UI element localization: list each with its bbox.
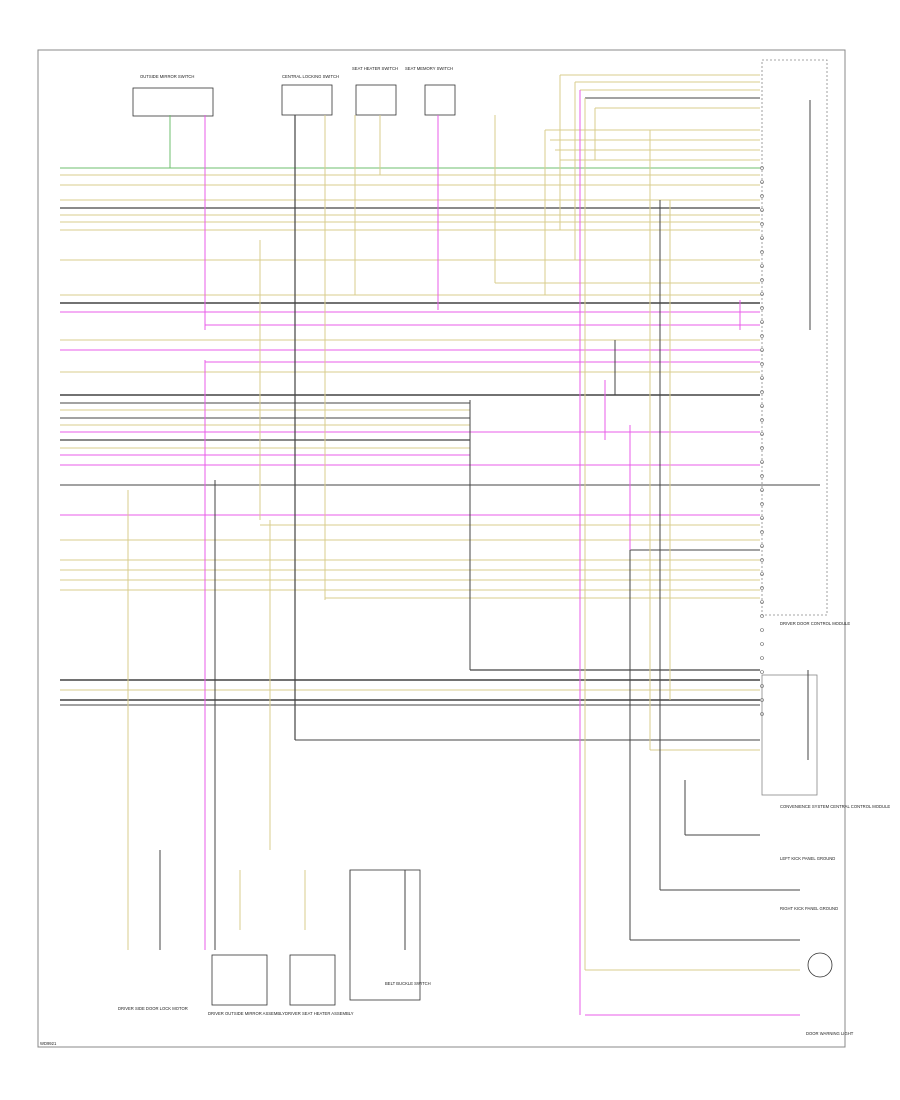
connector-pin: [760, 334, 764, 338]
connector-pin: [760, 614, 764, 618]
connector-pins: [760, 166, 764, 716]
bottom-1-label: DRIVER SIDE DOOR LOCK MOTOR: [118, 1006, 188, 1011]
bottom-2-label: DRIVER OUTSIDE MIRROR ASSEMBLY: [208, 1011, 285, 1016]
connector-pin: [760, 404, 764, 408]
connector-pin: [760, 712, 764, 716]
connector-pin: [760, 446, 764, 450]
right-bottom-label: DOOR WARNING LIGHT: [806, 1031, 854, 1036]
module-1-label: DRIVER DOOR CONTROL MODULE: [780, 621, 850, 626]
connector-pin: [760, 348, 764, 352]
footer-code: WD9921: [40, 1041, 57, 1046]
connector-pin: [760, 390, 764, 394]
horizontal-wires: [60, 74, 820, 1016]
module-2-label: CONVENIENCE SYSTEM CENTRAL CONTROL MODUL…: [780, 804, 890, 809]
bottom-3-label: DRIVER SEAT HEATER ASSEMBLY: [285, 1011, 354, 1016]
connector-pin: [760, 250, 764, 254]
connector-pin: [760, 166, 764, 170]
connector-pin: [760, 684, 764, 688]
connector-pin: [760, 432, 764, 436]
connector-pin: [760, 628, 764, 632]
ground-2-label: RIGHT KICK PANEL GROUND: [780, 906, 838, 911]
connector-pin: [760, 670, 764, 674]
top-left-label: OUTSIDE MIRROR SWITCH: [140, 74, 194, 79]
diagram-frame: [37, 49, 846, 1048]
connector-pin: [760, 236, 764, 240]
connector-pin: [760, 180, 764, 184]
connector-pin: [760, 376, 764, 380]
connector-pin: [760, 264, 764, 268]
connector-pin: [760, 656, 764, 660]
bottom-4-label: BELT BUCKLE SWITCH: [385, 981, 431, 986]
connector-pin: [760, 460, 764, 464]
connector-pin: [760, 642, 764, 646]
connector-pin: [760, 488, 764, 492]
top-components: [132, 84, 456, 117]
connector-pin: [760, 194, 764, 198]
connector-pin: [760, 292, 764, 296]
connector-pin: [760, 306, 764, 310]
connector-pin: [760, 586, 764, 590]
connector-pin: [760, 362, 764, 366]
connector-pin: [760, 208, 764, 212]
ground-1-label: LEFT KICK PANEL GROUND: [780, 856, 835, 861]
connector-pin: [760, 698, 764, 702]
vertical-wires: [127, 75, 811, 1015]
connector-pin: [760, 530, 764, 534]
top-mid1-label: CENTRAL LOCKING SWITCH: [282, 74, 339, 79]
connector-pin: [760, 474, 764, 478]
connector-pin: [760, 600, 764, 604]
connector-pin: [760, 278, 764, 282]
connector-pin: [760, 558, 764, 562]
module-2-box: [761, 674, 818, 796]
connector-pin: [760, 502, 764, 506]
module-1-box: [761, 59, 828, 616]
connector-pin: [760, 320, 764, 324]
connector-pin: [760, 544, 764, 548]
top-mid2-label: SEAT HEATER SWITCH: [352, 66, 398, 71]
top-right-label: SEAT MEMORY SWITCH: [405, 66, 453, 71]
connector-pin: [760, 418, 764, 422]
connector-pin: [760, 222, 764, 226]
connector-pin: [760, 516, 764, 520]
connector-pin: [760, 572, 764, 576]
